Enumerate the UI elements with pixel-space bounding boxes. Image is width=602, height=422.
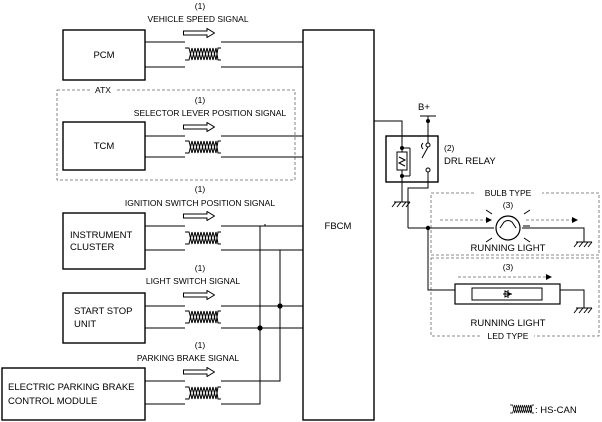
tcm-module: TCM [62, 121, 146, 171]
drl-relay: B+ (2) DRL RELAY [374, 102, 496, 228]
relay-ground-icon [391, 196, 411, 208]
epb-label-2: CONTROL MODULE [8, 396, 97, 407]
vehicle-speed-label: VEHICLE SPEED SIGNAL [147, 14, 248, 24]
b-plus-label: B+ [418, 102, 430, 113]
pcm-label: PCM [93, 50, 114, 61]
pcm-module: PCM [62, 29, 146, 81]
selector-lever-label: SELECTOR LEVER POSITION SIGNAL [134, 108, 287, 118]
light-switch-arrow-icon [183, 290, 215, 300]
parking-brake-arrow-icon [183, 367, 215, 377]
tcm-label: TCM [94, 141, 115, 152]
vehicle-speed-number: (1) [195, 1, 206, 11]
ignition-switch-number: (1) [195, 184, 206, 194]
atx-group-label: ATX [95, 85, 111, 95]
start-stop-label-1: START STOP [74, 306, 132, 317]
epb-control-module: ELECTRIC PARKING BRAKE CONTROL MODULE [1, 367, 146, 421]
start-stop-unit-module: START STOP UNIT [62, 292, 146, 344]
led-icon [503, 290, 513, 298]
instrument-cluster-module: INSTRUMENT CLUSTER [62, 212, 146, 270]
ignition-switch-signal-line: (1) IGNITION SWITCH POSITION SIGNAL [125, 184, 280, 251]
atx-group-border [56, 89, 296, 181]
start-stop-label-2: UNIT [74, 319, 96, 330]
selector-lever-arrow-icon [183, 122, 215, 132]
led-light-number: (3) [503, 262, 514, 272]
instrument-cluster-label-2: CLUSTER [70, 242, 114, 253]
light-switch-number: (1) [195, 263, 206, 273]
bulb-ground-icon [573, 241, 593, 248]
instrument-cluster-label-1: INSTRUMENT [70, 230, 132, 241]
bulb-running-light: (3) RUNNING LIGHT [408, 200, 585, 254]
selector-lever-number: (1) [195, 95, 206, 105]
ignition-switch-arrow-icon [183, 211, 215, 221]
vehicle-speed-signal-line: (1) VEHICLE SPEED SIGNAL [145, 1, 303, 68]
drl-relay-label: DRL RELAY [444, 156, 496, 167]
light-switch-label: LIGHT SWITCH SIGNAL [146, 276, 241, 286]
selector-lever-signal-line: (1) SELECTOR LEVER POSITION SIGNAL [134, 95, 303, 158]
parking-brake-label: PARKING BRAKE SIGNAL [137, 353, 240, 363]
vehicle-speed-arrow-icon [183, 28, 215, 38]
bulb-light-label: RUNNING LIGHT [471, 243, 546, 254]
epb-label-1: ELECTRIC PARKING BRAKE [8, 382, 135, 393]
drl-relay-number: (2) [444, 143, 455, 153]
hs-can-legend: : HS-CAN [510, 404, 577, 416]
bulb-icon [495, 215, 521, 241]
relay-contact-icon [421, 146, 429, 159]
fbcm-module: FBCM [302, 29, 375, 421]
ignition-switch-label: IGNITION SWITCH POSITION SIGNAL [125, 198, 275, 208]
bulb-light-number: (3) [503, 200, 514, 210]
bulb-type-label: BULB TYPE [485, 188, 532, 198]
led-running-light: (3) RUNNING LIGHT [427, 228, 585, 329]
led-ground-icon [573, 307, 593, 314]
twisted-pair-icon [510, 404, 534, 414]
fbcm-label: FBCM [325, 221, 352, 232]
hs-can-legend-label: : HS-CAN [535, 405, 577, 416]
parking-brake-number: (1) [195, 340, 206, 350]
light-switch-signal-line: (1) LIGHT SWITCH SIGNAL [145, 263, 303, 329]
led-light-label: RUNNING LIGHT [471, 318, 546, 329]
led-type-label: LED TYPE [488, 331, 529, 341]
